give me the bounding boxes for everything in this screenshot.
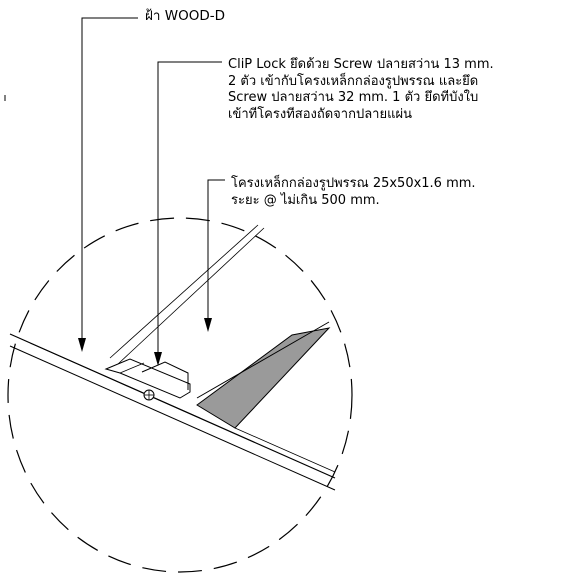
label-clip-lock-line-4: เข้าทีโครงทีสองถัดจากปลายแผ่น <box>228 106 412 122</box>
steel-frame-edge-top <box>196 321 330 399</box>
label-steel-frame-line-1: โครงเหล็กกล่องรูปพรรณ 25x50x1.6 mm. <box>231 176 476 191</box>
label-steel-frame-line-2: ระยะ @ ไม่เกิน 500 mm. <box>231 192 380 208</box>
leader-line-clip-lock <box>157 61 222 355</box>
leader-arrowhead-wood-panel <box>78 338 86 352</box>
steel-box-frame <box>196 327 331 429</box>
label-steel-frame: โครงเหล็กกล่องรูปพรรณ 25x50x1.6 mm. ระยะ… <box>231 176 476 209</box>
label-wood-panel-text: ฝ้า WOOD-D <box>145 8 226 24</box>
label-clip-lock-line-1: CliP Lock ยึดด้วย Screw ปลายสว่าน 13 mm. <box>228 57 494 72</box>
detail-callout-circle <box>7 217 353 573</box>
panel-joint-line-1 <box>109 224 259 359</box>
wood-panel-edge-2 <box>9 345 336 491</box>
panel-joint-line-2 <box>117 227 265 365</box>
label-wood-panel: ฝ้า WOOD-D <box>145 8 225 25</box>
clip-lock-tab <box>141 361 189 390</box>
leader-line-steel-frame <box>207 179 225 322</box>
wood-panel-edge-3 <box>29 342 201 419</box>
leader-line-wood-panel <box>81 17 138 343</box>
label-clip-lock-line-2: 2 ตัว เข้ากับโครงเหล็กกล่องรูปพรรณ และยึ… <box>228 73 479 89</box>
wood-panel-edge-4 <box>234 427 336 473</box>
label-clip-lock: CliP Lock ยึดด้วย Screw ปลายสว่าน 13 mm.… <box>228 57 494 123</box>
label-clip-lock-line-3: Screw ปลายสว่าน 32 mm. 1 ตัว ยึดทีบังใบ <box>228 90 479 105</box>
leader-arrowhead-steel-frame <box>204 318 212 332</box>
leader-arrowhead-clip-lock <box>154 352 162 366</box>
clip-lock-fold <box>119 362 145 374</box>
